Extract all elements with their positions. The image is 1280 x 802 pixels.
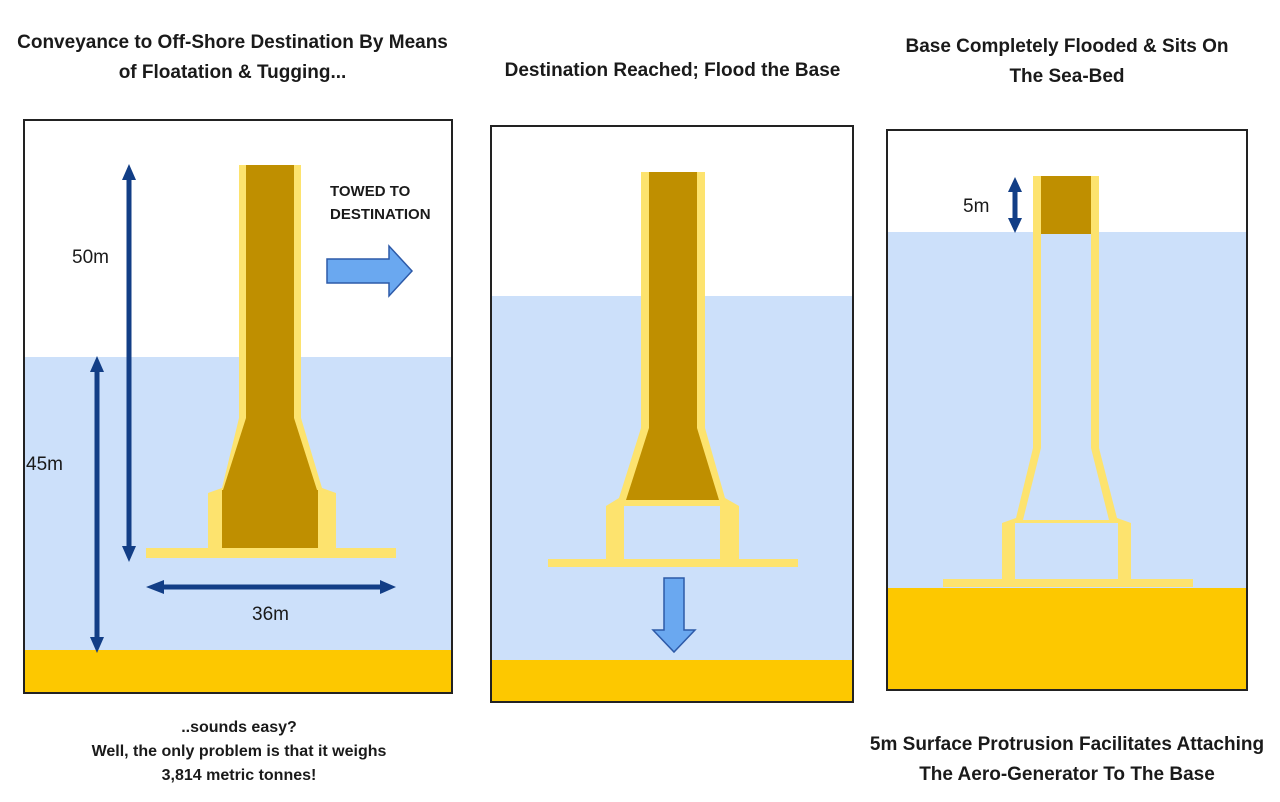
panel-2-frame xyxy=(490,125,854,703)
panel-1-height-arrow xyxy=(122,164,136,562)
panel-2-seabed xyxy=(491,660,853,702)
panel-3-frame xyxy=(886,129,1248,691)
panel-3-diagram: 5m xyxy=(886,129,1248,691)
panel-2-title: Destination Reached; Flood the Base xyxy=(504,60,841,81)
panel-3-protrusion-arrow xyxy=(1008,177,1022,233)
panel-3-structure xyxy=(943,176,1193,587)
panel-1-tow-label-2: DESTINATION xyxy=(330,206,431,223)
panel-1-caption-line-2: Well, the only problem is that it weighs xyxy=(91,743,387,760)
panel-2-diagram xyxy=(490,125,854,703)
panel-1-width-arrow xyxy=(146,580,396,594)
panel-1-caption-line-1: ..sounds easy? xyxy=(181,719,297,736)
panel-3-caption-line-1: 5m Surface Protrusion Facilitates Attach… xyxy=(869,734,1265,755)
panel-3-title: Base Completely Flooded & Sits On The Se… xyxy=(905,36,1229,87)
panel-2-sink-arrow xyxy=(651,577,697,654)
panel-1-structure-core xyxy=(222,165,318,548)
panel-1-label-45m: 45m xyxy=(26,454,63,475)
panel-1-caption: ..sounds easy? Well, the only problem is… xyxy=(30,716,448,788)
panel-1-diagram: 50m 45m 36m TOWED TO DESTINATION xyxy=(23,119,453,694)
panel-1-tow-arrow xyxy=(326,244,414,298)
panel-3-label-5m: 5m xyxy=(963,196,989,217)
panel-1-label-50m: 50m xyxy=(72,247,109,268)
panel-1-label-36m: 36m xyxy=(252,604,289,625)
panel-3-caption-line-2: The Aero-Generator To The Base xyxy=(919,764,1215,785)
panel-2-structure xyxy=(548,172,798,567)
panel-1-frame xyxy=(23,119,453,694)
panel-3-seabed xyxy=(887,588,1247,690)
panel-3-caption: 5m Surface Protrusion Facilitates Attach… xyxy=(857,730,1277,790)
panel-1-caption-line-3: 3,814 metric tonnes! xyxy=(161,767,317,784)
panel-1-tow-label-1: TOWED TO xyxy=(330,183,411,200)
panel-1-seabed xyxy=(24,650,452,693)
panel-1-title: Conveyance to Off-Shore Destination By M… xyxy=(17,32,448,83)
panel-1-submerged-arrow xyxy=(90,356,104,653)
